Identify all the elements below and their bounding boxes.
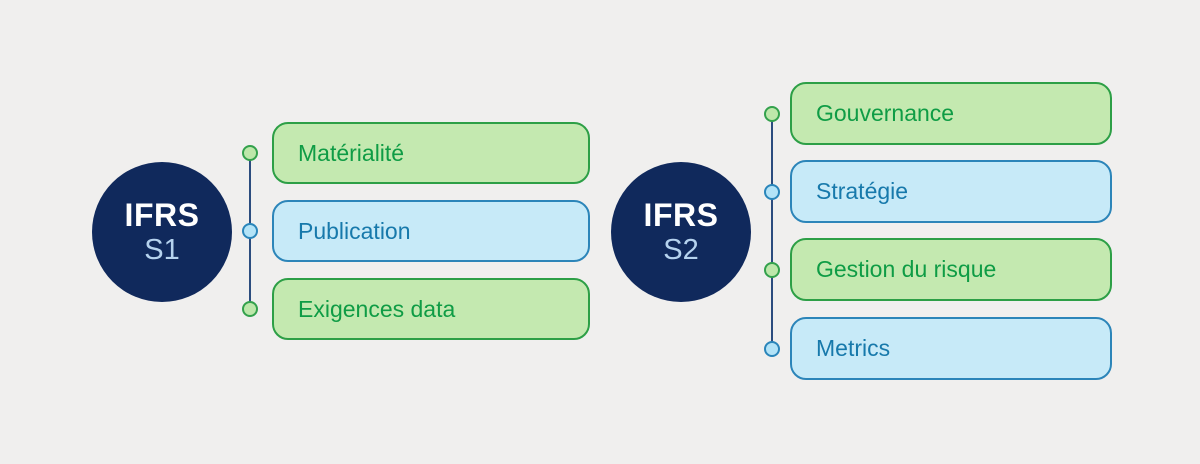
item-box-gestion-du-risque: Gestion du risque (790, 238, 1112, 301)
item-label-publication: Publication (298, 217, 411, 244)
item-label-gestion-du-risque: Gestion du risque (816, 256, 997, 282)
ifrs-s2-subtitle: S2 (663, 233, 699, 266)
s2-connector-dot-blue-2 (764, 341, 780, 357)
s1-connector-dot-green-2 (242, 301, 258, 317)
item-label-metrics: Metrics (816, 335, 891, 361)
s2-connector-dot-blue-1 (764, 184, 780, 200)
item-label-materialite: Matérialité (298, 139, 405, 166)
ifrs-s2-title: IFRS (643, 196, 719, 233)
item-box-gouvernance: Gouvernance (790, 82, 1112, 145)
s2-connector-line (771, 114, 773, 349)
item-label-exigences-data: Exigences data (298, 295, 456, 322)
s2-connector-dot-green-1 (764, 106, 780, 122)
s1-connector-dot-blue-1 (242, 223, 258, 239)
item-label-gouvernance: Gouvernance (816, 100, 955, 126)
item-label-strategie: Stratégie (816, 178, 909, 204)
ifrs-s1-subtitle: S1 (144, 233, 180, 266)
s1-connector-dot-green-1 (242, 145, 258, 161)
ifrs-s1-circle: IFRS S1 (92, 162, 232, 302)
ifrs-s2-circle: IFRS S2 (611, 162, 751, 302)
item-box-strategie: Stratégie (790, 160, 1112, 223)
item-box-materialite: Matérialité (272, 122, 590, 184)
item-box-publication: Publication (272, 200, 590, 262)
ifrs-s1-title: IFRS (124, 196, 200, 233)
item-box-exigences-data: Exigences data (272, 278, 590, 340)
item-box-metrics: Metrics (790, 317, 1112, 380)
s2-connector-dot-green-2 (764, 262, 780, 278)
